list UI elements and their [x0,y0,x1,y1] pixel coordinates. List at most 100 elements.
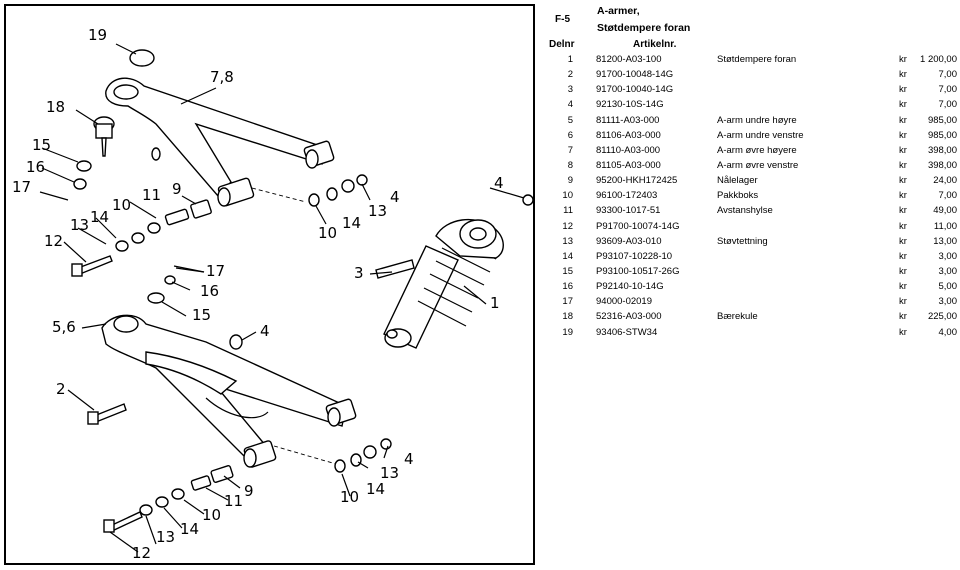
part-price: 7,00 [938,99,958,111]
article-number: 93609-A03-010 [596,235,662,247]
part-price: 398,00 [927,144,957,156]
article-number: 95200-HKH172425 [596,175,678,187]
currency-label: kr [899,175,907,187]
callout-17: 17 [206,262,225,280]
article-number: P91700-10074-14G [596,220,680,232]
part-price: 11,00 [933,220,957,232]
callout-14: 14 [180,520,199,538]
currency-label: kr [899,144,907,156]
part-price: 985,00 [927,129,957,141]
callout-4: 4 [404,450,414,468]
part-description: Støvtettning [717,235,768,247]
parts-diagram: 19 7,8 18 15 16 17 10 11 9 14 13 12 4 13… [12,26,534,562]
callout-10: 10 [318,224,337,242]
article-number: 91700-10040-14G [596,84,674,96]
callout-13: 13 [368,202,387,220]
callout-16: 16 [26,158,45,176]
callout-2: 2 [56,380,66,398]
part-description: A-arm undre høyre [717,114,797,126]
lower-washer-part [147,292,165,304]
currency-label: kr [899,99,907,111]
washer-part [76,160,92,172]
lower-front-hardware [103,465,234,533]
part-number: 15 [562,265,573,277]
part-description: Avstanshylse [717,205,773,217]
callout-4: 4 [390,188,400,206]
part-description: A-arm øvre venstre [717,159,799,171]
callout-13: 13 [380,464,399,482]
callout-9: 9 [172,180,182,198]
part-price: 7,00 [938,190,958,202]
article-number: 81110-A03-000 [596,144,661,156]
article-number: 81111-A03-000 [596,114,660,126]
part-description: A-arm undre venstre [717,129,804,141]
part-number: 9 [567,175,573,187]
callout-9: 9 [244,482,254,500]
callout-1: 1 [490,294,500,312]
castle-nut-part [73,178,87,190]
part-price: 7,00 [938,69,958,81]
ball-joint-part [93,116,115,157]
currency-label: kr [899,311,907,323]
part-description: A-arm øvre høyere [717,144,797,156]
currency-label: kr [899,129,907,141]
callout-15: 15 [32,136,51,154]
part-price: 398,00 [927,159,957,171]
section-code: F-5 [555,14,570,25]
upper-rear-hardware [251,174,368,207]
callout-17: 17 [12,178,31,196]
part-number: 16 [562,281,573,293]
currency-label: kr [899,265,907,277]
callout-7-8: 7,8 [210,68,234,86]
callout-3: 3 [354,264,364,282]
part-number: 19 [562,326,573,338]
lower-rear-hardware [273,438,392,473]
callout-5-6: 5,6 [52,318,76,336]
callout-16: 16 [200,282,219,300]
article-number: P93100-10517-26G [596,265,680,277]
part-price: 3,00 [938,250,958,262]
cotter-pin-part [39,191,69,201]
currency-label: kr [899,205,907,217]
bolt-head-part [87,411,99,425]
article-number: 91700-10048-14G [596,69,674,81]
upper-a-arm [105,77,335,207]
part-number: 11 [563,205,573,217]
currency-label: kr [899,84,907,96]
article-number: 92130-10S-14G [596,99,664,111]
article-number: P92140-10-14G [596,281,664,293]
article-number: 96100-172403 [596,190,658,202]
part-description: Nålelager [717,175,758,187]
exploded-parts-drawing: 19 7,8 18 15 16 17 10 11 9 14 13 12 4 13… [4,4,535,565]
upper-front-bushings [71,199,212,277]
part-description: Pakkboks [717,190,759,202]
currency-label: kr [899,54,907,65]
callout-10: 10 [340,488,359,506]
part-number: 8 [567,159,573,171]
part-number: 5 [567,114,573,126]
currency-label: kr [899,281,907,293]
callout-13: 13 [70,216,89,234]
part-number: 1 [567,54,573,65]
part-number: 3 [567,84,573,96]
part-number: 2 [567,69,573,81]
article-number: 94000-02019 [596,296,652,308]
part-number: 14 [562,250,573,262]
currency-label: kr [899,114,907,126]
part-number: 18 [562,311,573,323]
callout-14: 14 [342,214,361,232]
lower-shock-bolt-part [93,403,127,423]
currency-label: kr [899,159,907,171]
part-price: 5,00 [938,281,958,293]
callout-13: 13 [156,528,175,546]
currency-label: kr [899,190,907,202]
part-number: 17 [562,296,573,308]
